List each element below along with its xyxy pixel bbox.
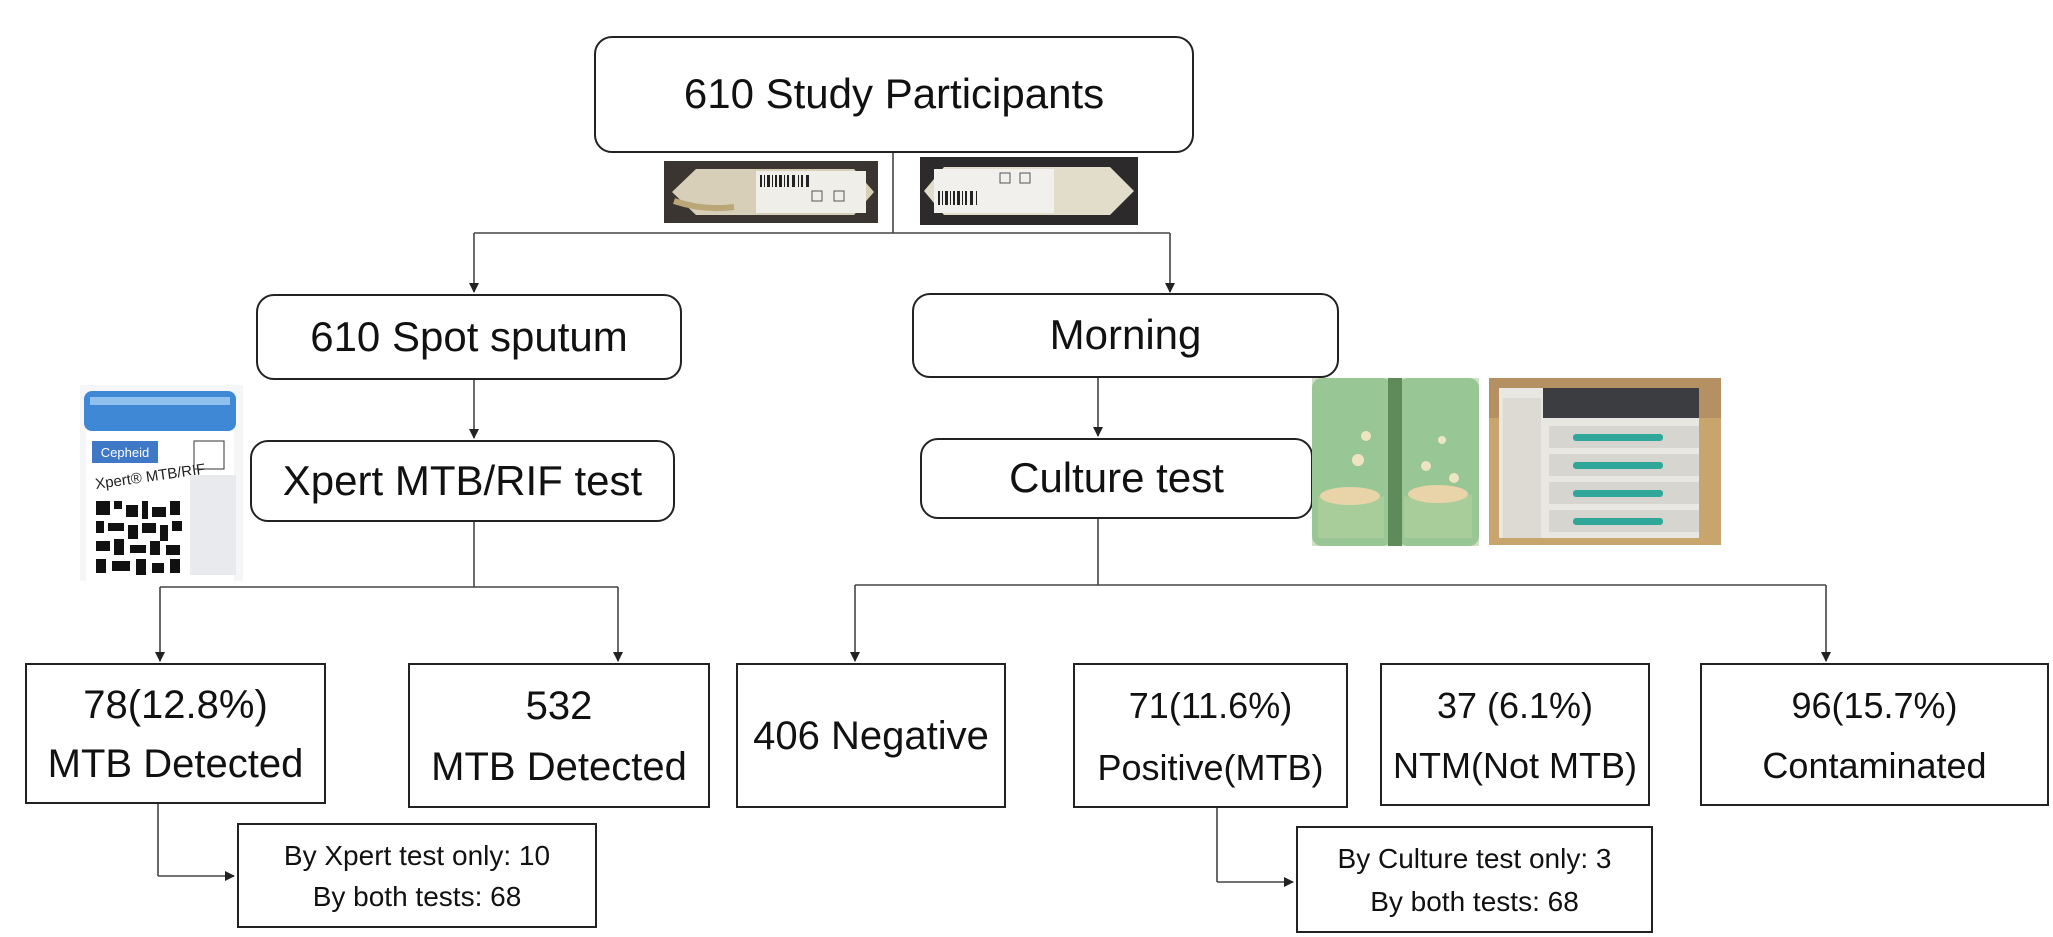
culture-contaminated-result: 96(15.7%) Contaminated	[1700, 663, 2049, 806]
culture-ntm-result: 37 (6.1%) NTM(Not MTB)	[1380, 663, 1650, 806]
culture-negative-result: 406 Negative	[736, 663, 1006, 808]
culture-test-node: Culture test	[920, 438, 1313, 519]
culture-positive-label: Positive(MTB)	[1097, 746, 1324, 788]
xpert-test-label: Xpert MTB/RIF test	[282, 456, 643, 504]
sputum-tube-image	[920, 157, 1138, 225]
culture-test-label: Culture test	[1009, 454, 1224, 502]
morning-sputum-node: Morning	[912, 293, 1339, 378]
sputum-tube-photo-right	[920, 157, 1138, 225]
culture-contaminated-count: 96(15.7%)	[1791, 684, 1958, 726]
xpert-test-node: Xpert MTB/RIF test	[250, 440, 675, 522]
culture-tubes-photo	[1312, 378, 1479, 546]
culture-both-count: By both tests: 68	[1370, 885, 1579, 917]
culture-tubes-image	[1312, 378, 1479, 546]
spot-sputum-node: 610 Spot sputum	[256, 294, 682, 380]
culture-ntm-label: NTM(Not MTB)	[1393, 745, 1637, 787]
culture-negative-label: 406 Negative	[753, 713, 989, 758]
xpert-positive-result: 78(12.8%) MTB Detected	[25, 663, 326, 804]
sputum-tube-image	[664, 161, 878, 223]
culture-contaminated-label: Contaminated	[1762, 745, 1987, 787]
incubator-photo	[1489, 378, 1721, 545]
culture-positive-count: 71(11.6%)	[1128, 685, 1293, 727]
culture-ntm-count: 37 (6.1%)	[1436, 684, 1594, 726]
culture-only-count: By Culture test only: 3	[1337, 843, 1612, 875]
cartridge-brand-text: Cepheid	[101, 445, 149, 460]
morning-label: Morning	[1049, 311, 1202, 359]
root-label: 610 Study Participants	[683, 70, 1105, 118]
root-node: 610 Study Participants	[594, 36, 1194, 153]
culture-positive-result: 71(11.6%) Positive(MTB)	[1073, 663, 1348, 808]
xpert-breakdown-box: By Xpert test only: 10 By both tests: 68	[237, 823, 597, 928]
culture-breakdown-box: By Culture test only: 3 By both tests: 6…	[1296, 826, 1653, 933]
xpert-cartridge-image: Cepheid Xpert® MTB/RIF	[80, 385, 243, 581]
xpert-positive-label: MTB Detected	[47, 742, 304, 787]
xpert-positive-count: 78(12.8%)	[83, 682, 268, 727]
sputum-tube-photo-left	[664, 161, 878, 223]
xpert-second-result: 532 MTB Detected	[408, 663, 710, 808]
xpert-second-label: MTB Detected	[431, 745, 687, 790]
xpert-both-count: By both tests: 68	[312, 881, 522, 913]
xpert-cartridge-photo: Cepheid Xpert® MTB/RIF	[80, 385, 243, 581]
xpert-only-count: By Xpert test only: 10	[283, 839, 551, 871]
spot-sputum-label: 610 Spot sputum	[310, 312, 628, 360]
incubator-image	[1489, 378, 1721, 545]
xpert-second-count: 532	[525, 683, 593, 728]
